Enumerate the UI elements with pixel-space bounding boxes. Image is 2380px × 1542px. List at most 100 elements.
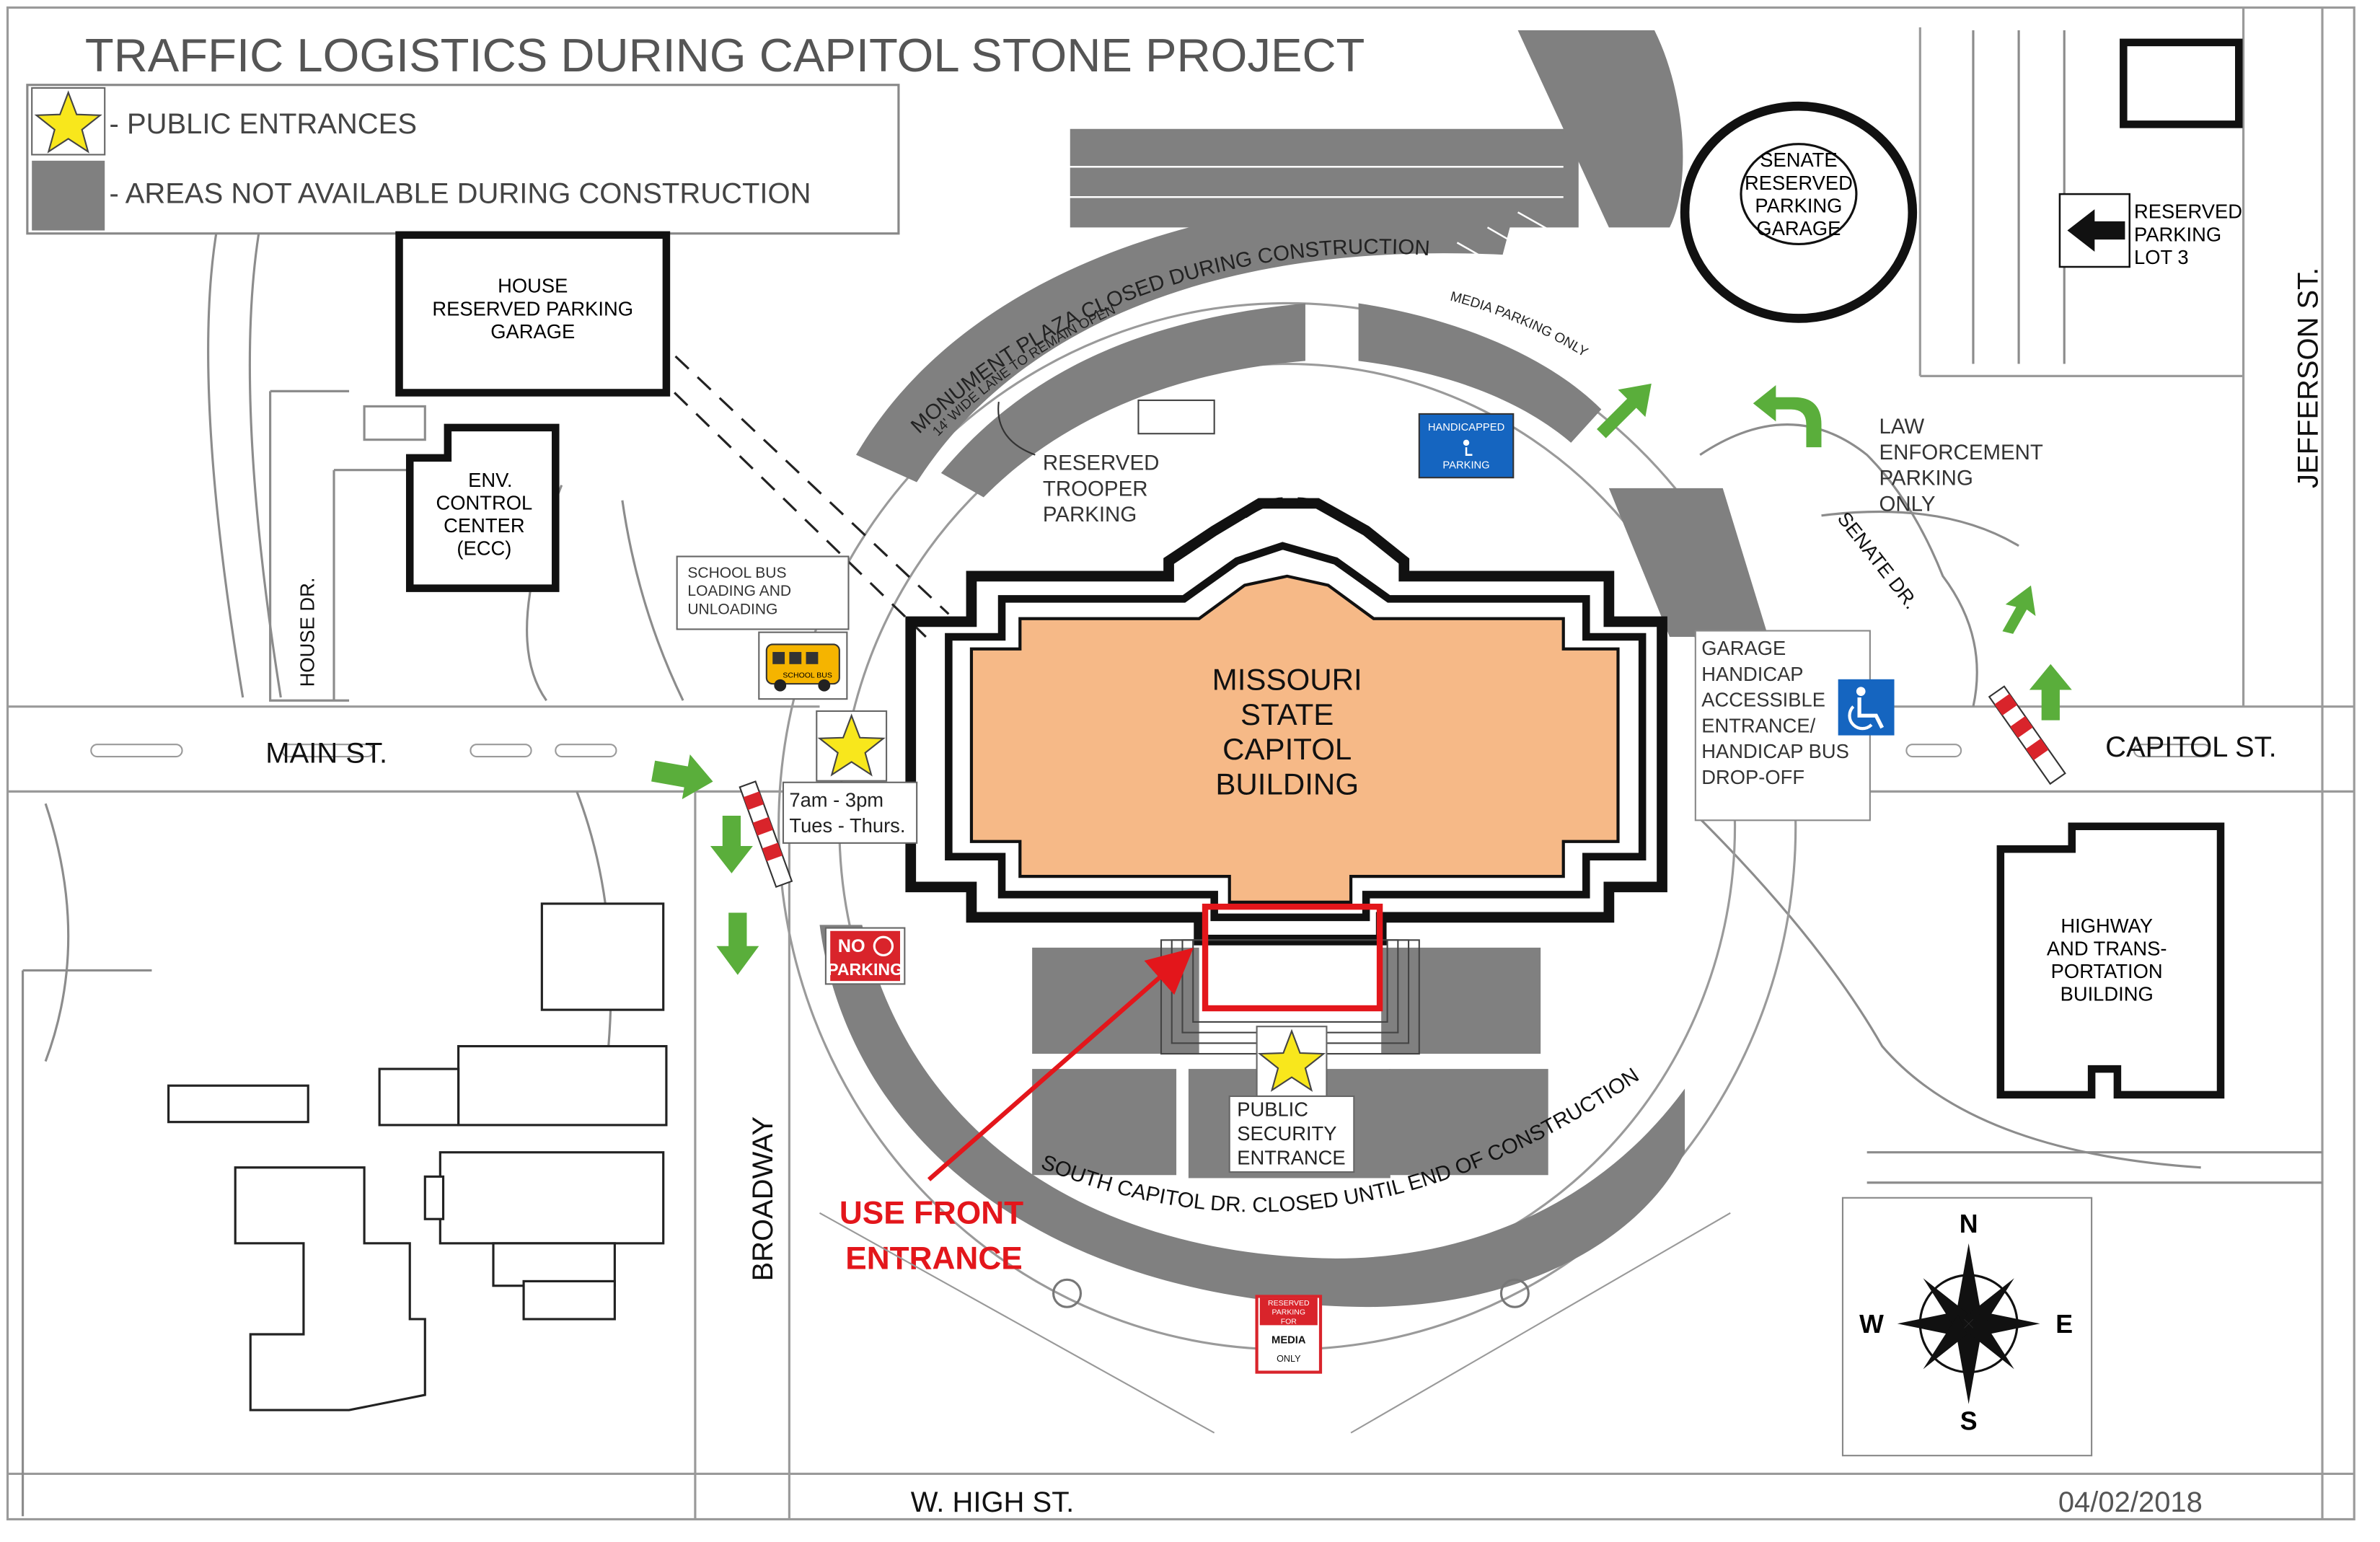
capitol-label-line4: BUILDING [1215,767,1359,801]
handicapped-parking-sign: HANDICAPPED PARKING [1418,413,1515,479]
highway-line3: PORTATION [2051,960,2163,982]
media-sign-line3: FOR [1281,1317,1297,1326]
south-lawn-closed-right2 [1388,1069,1548,1176]
star-icon [817,713,886,777]
star-icon [34,90,102,154]
senate-garage-line2: RESERVED [1745,172,1853,194]
capitol-label-line1: MISSOURI [1212,663,1362,697]
hours-line2: Tues - Thurs. [789,814,905,837]
handicap-line2: HANDICAP [1701,663,1803,685]
street-high: W. HIGH ST. [911,1486,1075,1518]
senate-garage-line3: PARKING [1755,194,1842,216]
trooper-line1: RESERVED [1043,451,1160,475]
handicapped-sign-line1: HANDICAPPED [1428,422,1504,433]
no-parking-line1: NO [838,936,865,956]
media-sign-line4: MEDIA [1271,1335,1306,1347]
front-entrance-highlight [1202,903,1383,1012]
street-senate-dr: SENATE DR. [1833,508,1923,614]
star-icon [1257,1028,1326,1092]
lane-dashes [90,744,2211,758]
law-line3: PARKING [1879,467,1973,490]
handicap-line4: ENTRANCE/ [1701,714,1815,736]
no-parking-sign: NO PARKING [824,927,906,985]
house-garage-line1: HOUSE [498,275,568,297]
use-front-arrow [927,948,1194,1181]
north-strip-closed [1070,128,1579,228]
wheelchair-icon [1838,679,1895,736]
compass-e: E [2055,1310,2073,1339]
south-capitol-dr-closed [819,925,1685,1308]
highway-line1: HIGHWAY [2061,915,2153,937]
school-bus-sign-text: SCHOOL BUS [783,671,832,680]
street-main: MAIN ST. [265,737,387,769]
lot3-line1: RESERVED [2134,201,2242,223]
handicap-line6: DROP-OFF [1701,766,1804,788]
trooper-line3: PARKING [1043,503,1137,527]
media-parking-closed [1358,303,1602,443]
barricades [739,685,2066,889]
ecc-line4: (ECC) [457,537,511,559]
compass-w: W [1859,1310,1884,1339]
traffic-arrows [651,383,2072,975]
garage-tunnel-dashes [651,355,950,638]
south-lawn-walks [819,1212,1731,1434]
map-date: 04/02/2018 [2058,1486,2203,1518]
arrow-up-icon [2002,585,2036,634]
arrow-u-turn-icon [1753,384,1822,448]
school-bus-line2: LOADING AND [687,583,791,599]
use-front-line1: USE FRONT [839,1196,1023,1231]
street-broadway: BROADWAY [747,1116,779,1282]
capitol-label-line2: STATE [1240,697,1334,731]
handicap-line1: GARAGE [1701,637,1786,659]
street-jefferson: JEFFERSON ST. [2293,268,2324,488]
ecc-line1: ENV. [468,469,512,491]
legend-public-entrances: - PUBLIC ENTRANCES [110,108,417,140]
small-building [363,405,426,441]
house-garage [395,231,671,397]
plaza-hatching [1062,165,1693,365]
media-sign-line1: RESERVED [1268,1299,1310,1308]
map-title: TRAFFIC LOGISTICS DURING CAPITOL STONE P… [85,29,1365,81]
highway-line2: AND TRANS- [2047,937,2167,959]
trooper-lane-closed [940,303,1305,498]
highway-building [1996,822,2225,1099]
public-security-line1: PUBLIC [1237,1098,1308,1120]
public-security-box [1228,1095,1355,1173]
north-closed-wedge [1517,30,1683,228]
trooper-box [1137,399,1215,435]
east-closed [1608,488,1768,637]
arrow-left-icon [2067,209,2125,252]
map-frame [6,6,2355,1521]
law-line2: ENFORCEMENT [1879,441,2042,464]
media-parking-sign: RESERVED PARKING FOR MEDIA ONLY [1255,1295,1323,1374]
south-lawn-closed-left2 [1032,1069,1177,1176]
lower-left-buildings [167,902,668,1411]
lot3-line2: PARKING [2134,223,2221,245]
arrow-right-icon [651,754,713,800]
house-garage-line3: GARAGE [490,320,575,343]
legend-not-available: - AREAS NOT AVAILABLE DURING CONSTRUCTIO… [110,178,811,210]
fountain-left [1052,1278,1083,1308]
law-line1: LAW [1879,415,1924,439]
arrow-down-icon [716,912,759,975]
compass-n: N [1960,1210,1978,1238]
legend-gray-swatch [32,160,105,231]
no-parking-line2: PARKING [827,960,903,979]
school-bus-box [676,555,850,630]
ecc-building [405,423,560,592]
trooper-line2: TROOPER [1043,477,1148,501]
arrow-up-icon [2029,664,2072,721]
senate-garage [1680,101,1918,323]
compass-s: S [1960,1406,1978,1435]
lot3-line3: LOT 3 [2134,246,2188,268]
street-capitol: CAPITOL ST. [2105,731,2277,763]
capitol-label-line3: CAPITOL [1222,732,1352,766]
highway-line4: BUILDING [2061,983,2154,1005]
top-right-building [2120,38,2243,128]
handicap-line5: HANDICAP BUS [1701,740,1849,762]
right-side-features [1699,30,2323,1184]
handicapped-sign-line2: PARKING [1442,460,1489,472]
compass-rose: N S E W [1841,1197,2093,1457]
hours-box [782,781,918,844]
